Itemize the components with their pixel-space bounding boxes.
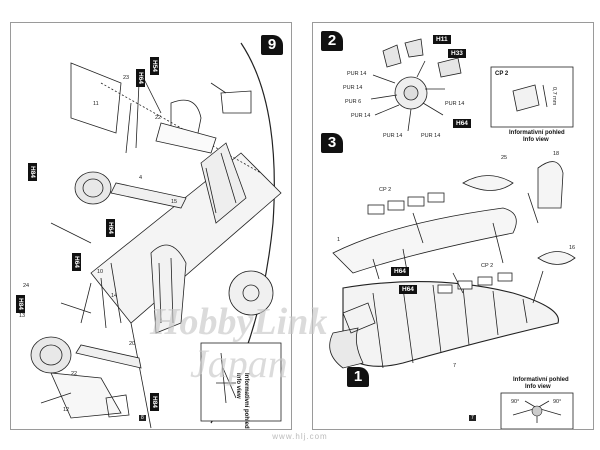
cp2-caption-line-1: Informativní pohled — [509, 130, 565, 136]
right-instruction-page: 2 3 1 H11 H33 H64 H64 H64 PUR 14 PUR 14 … — [312, 22, 594, 430]
view-caption-line-2: Info view — [525, 384, 551, 390]
part-number: 24 — [23, 283, 30, 289]
view-caption-line-1: Informativní pohled — [513, 377, 569, 383]
code-label: H64 — [106, 219, 115, 237]
pur-label: PUR 14 — [351, 113, 371, 119]
left-instruction-page: 9 H84 H64 H64 H84 H54 H84 H64 Informativ… — [10, 22, 292, 430]
part-number: 22 — [155, 115, 162, 121]
pur-label: PUR 14 — [421, 133, 441, 139]
watermark-url: www.hlj.com — [272, 432, 328, 441]
part-number: 25 — [501, 155, 508, 161]
code-label: H33 — [448, 49, 466, 58]
part-number: 7 — [453, 363, 457, 369]
left-assembly-drawing — [30, 42, 282, 429]
part-number: 1 — [337, 237, 341, 243]
part-number: 22 — [71, 371, 78, 377]
page-number: 7 — [469, 415, 476, 421]
page-number: 8 — [139, 415, 146, 421]
cp2-caption-line-2: Info view — [523, 137, 549, 143]
pur-label: PUR 6 — [345, 99, 362, 105]
pur-label: PUR 14 — [347, 71, 367, 77]
part-number: 12 — [63, 407, 70, 413]
part-number: 16 — [569, 245, 576, 251]
code-label: H54 — [150, 57, 159, 75]
cp2-label: CP 2 — [481, 263, 494, 269]
code-label: H64 — [453, 119, 471, 128]
part-number: 4 — [139, 175, 143, 181]
cp2-label: CP 2 — [379, 187, 392, 193]
pur-label: PUR 14 — [383, 133, 403, 139]
code-label: H64 — [399, 285, 417, 294]
part-number: 13 — [19, 313, 26, 319]
step-2-number: 2 — [321, 31, 343, 51]
part-number: 20 — [129, 341, 136, 347]
view-angle-right: 90° — [553, 399, 562, 405]
part-number: 15 — [171, 199, 178, 205]
code-label: H11 — [433, 35, 451, 44]
code-label: H84 — [150, 393, 159, 411]
step-9-number: 9 — [261, 35, 283, 55]
cp2-dimension: 0,7 mm — [551, 87, 557, 106]
cp2-box-title: CP 2 — [495, 71, 509, 77]
inset-caption-line-2: Info view — [235, 373, 241, 399]
inset-caption-line-1: Informativní pohled — [243, 373, 249, 429]
code-label: H64 — [391, 267, 409, 276]
right-assembly-drawing — [329, 38, 576, 429]
step-3-number: 3 — [321, 133, 343, 153]
pur-label: PUR 14 — [445, 101, 465, 107]
code-label: H64 — [136, 69, 145, 87]
view-angle-left: 90° — [511, 399, 520, 405]
pur-label: PUR 14 — [343, 85, 363, 91]
part-number: 11 — [93, 101, 99, 107]
code-label: H64 — [72, 253, 81, 271]
part-number: 18 — [553, 151, 560, 157]
part-number: 23 — [123, 75, 130, 81]
step-1-number: 1 — [347, 367, 369, 387]
part-number: 14 — [111, 293, 118, 299]
part-number: 10 — [97, 269, 104, 275]
code-label: H84 — [16, 295, 25, 313]
code-label: H84 — [28, 163, 37, 181]
